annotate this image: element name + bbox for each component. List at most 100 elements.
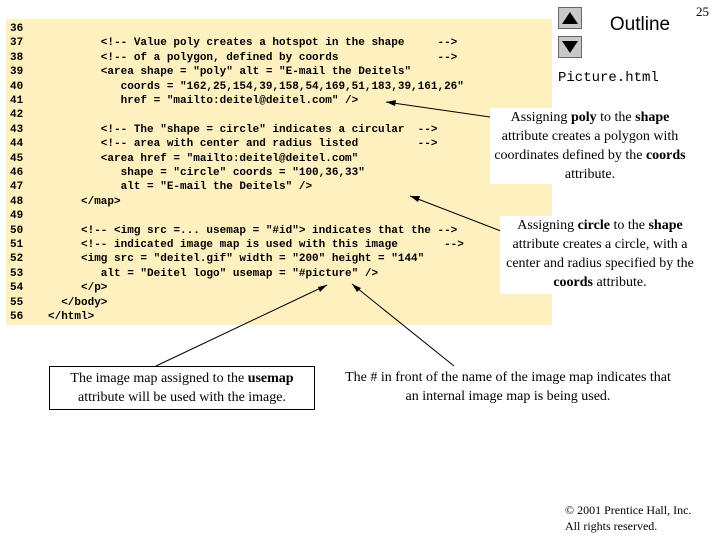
line-number: 43	[10, 123, 24, 136]
callout-poly: Assigning poly to the shape attribute cr…	[490, 108, 690, 184]
arrowhead-poly	[386, 100, 396, 106]
code-line: 56 </html>	[6, 310, 94, 324]
code-text: </p>	[48, 282, 108, 295]
line-number: 38	[10, 51, 24, 64]
callout-keyword: shape	[648, 218, 683, 233]
code-text: <!-- Value poly creates a hotspot in the…	[48, 37, 458, 50]
callout-text: The image map assigned to the	[70, 371, 248, 386]
code-line: 49	[6, 209, 48, 223]
code-line: 45 <area href = "mailto:deitel@deitel.co…	[6, 152, 358, 166]
arrow-poly	[385, 101, 498, 119]
line-number: 46	[10, 167, 24, 179]
arrow-usemap	[155, 284, 328, 367]
callout-keyword: coords	[645, 148, 686, 163]
code-text: <area href = "mailto:deitel@deitel.com"	[48, 152, 359, 165]
code-text: coords = "162,25,154,39,158,54,169,51,18…	[48, 80, 464, 93]
callout-text: attribute.	[593, 275, 647, 290]
line-number: 37	[10, 37, 24, 50]
arrowhead-usemap	[318, 285, 327, 292]
code-line: 46 shape = "circle" coords = "100,36,33"	[6, 166, 365, 180]
arrow-circle	[409, 195, 507, 234]
line-number: 51	[10, 239, 24, 251]
triangle-down-icon	[562, 41, 578, 53]
code-line: 51 <!-- indicated image map is used with…	[6, 238, 464, 252]
code-text: <!-- of a polygon, defined by coords -->	[48, 51, 458, 64]
code-text: </body>	[48, 296, 108, 309]
rights-line: All rights reserved.	[565, 519, 658, 533]
copyright-line: © 2001 Prentice Hall, Inc.	[565, 503, 692, 517]
code-text: <area shape = "poly" alt = "E-mail the D…	[48, 66, 412, 79]
outline-title: Outline	[609, 14, 671, 35]
file-name: Picture.html	[558, 70, 659, 86]
code-line: 48 </map>	[6, 195, 121, 209]
code-text: </html>	[48, 311, 95, 323]
next-slide-button[interactable]	[558, 36, 582, 58]
code-text: href = "mailto:deitel@deitel.com" />	[48, 95, 359, 107]
callout-keyword: coords	[553, 275, 593, 290]
triangle-up-icon	[562, 12, 578, 24]
code-text: </map>	[48, 195, 121, 208]
code-text: <!-- <img src =... usemap = "#id"> indic…	[48, 224, 458, 237]
code-line: 52 <img src = "deitel.gif" width = "200"…	[6, 252, 424, 266]
arrow-hash	[351, 283, 455, 367]
line-number: 36	[10, 23, 24, 35]
page-number: 25	[696, 4, 709, 19]
callout-text: attribute.	[564, 167, 616, 182]
callout-keyword: circle	[577, 218, 610, 233]
arrowhead-hash	[352, 284, 361, 292]
code-text: <img src = "deitel.gif" width = "200" he…	[48, 253, 425, 266]
code-text: alt = "Deitel logo" usemap = "#picture" …	[48, 267, 379, 280]
callout-text: to the	[596, 110, 636, 125]
arrowhead-circle	[410, 196, 420, 202]
line-number: 47	[10, 181, 24, 194]
previous-slide-button[interactable]	[558, 7, 582, 29]
code-line: 37 <!-- Value poly creates a hotspot in …	[6, 36, 457, 50]
code-line: 44 <!-- area with center and radius list…	[6, 137, 437, 151]
callout-usemap: The image map assigned to the usemap att…	[49, 366, 315, 410]
callout-hash: The # in front of the name of the image …	[343, 368, 673, 410]
callout-text: The # in front of the name of the image …	[345, 370, 671, 404]
code-text: <!-- area with center and radius listed …	[48, 138, 438, 151]
code-text: alt = "E-mail the Deitels" />	[48, 181, 313, 194]
callout-circle: Assigning circle to the shape attribute …	[500, 216, 700, 294]
code-text: <!-- The "shape = circle" indicates a ci…	[48, 123, 438, 136]
code-line: 40 coords = "162,25,154,39,158,54,169,51…	[6, 80, 464, 94]
line-number: 42	[10, 109, 24, 122]
code-line: 55 </body>	[6, 296, 107, 310]
code-line: 50 <!-- <img src =... usemap = "#id"> in…	[6, 224, 457, 238]
line-number: 48	[10, 195, 24, 208]
callout-text: Assigning	[510, 110, 571, 125]
code-line: 53 alt = "Deitel logo" usemap = "#pictur…	[6, 267, 378, 281]
callout-keyword: poly	[570, 110, 597, 125]
line-number: 56	[10, 311, 24, 323]
line-number: 45	[10, 152, 24, 165]
callout-text: attribute will be used with the image.	[77, 390, 286, 405]
code-text: shape = "circle" coords = "100,36,33"	[48, 167, 365, 179]
line-number: 55	[10, 296, 24, 309]
code-line: 43 <!-- The "shape = circle" indicates a…	[6, 123, 437, 137]
callout-keyword: shape	[635, 110, 670, 125]
callout-text: attribute creates a circle, with a cente…	[506, 237, 694, 271]
code-line: 47 alt = "E-mail the Deitels" />	[6, 180, 312, 194]
code-line: 38 <!-- of a polygon, defined by coords …	[6, 51, 457, 65]
callout-text: attribute creates a polygon with coordin…	[494, 129, 679, 163]
line-number: 49	[10, 210, 24, 223]
code-line: 54 </p>	[6, 281, 107, 295]
code-line: 41 href = "mailto:deitel@deitel.com" />	[6, 94, 358, 108]
callout-text: to the	[609, 218, 649, 233]
code-line: 39 <area shape = "poly" alt = "E-mail th…	[6, 65, 411, 79]
line-number: 54	[10, 282, 24, 295]
code-line: 36	[6, 22, 48, 36]
code-line: 42	[6, 108, 48, 122]
callout-keyword: usemap	[247, 371, 294, 386]
copyright-notice: © 2001 Prentice Hall, Inc. All rights re…	[565, 502, 691, 534]
line-number: 53	[10, 267, 24, 280]
line-number: 40	[10, 80, 24, 93]
callout-text: Assigning	[517, 218, 578, 233]
line-number: 44	[10, 138, 24, 151]
code-text: <!-- indicated image map is used with th…	[48, 239, 464, 251]
line-number: 39	[10, 66, 24, 79]
line-number: 52	[10, 253, 24, 266]
